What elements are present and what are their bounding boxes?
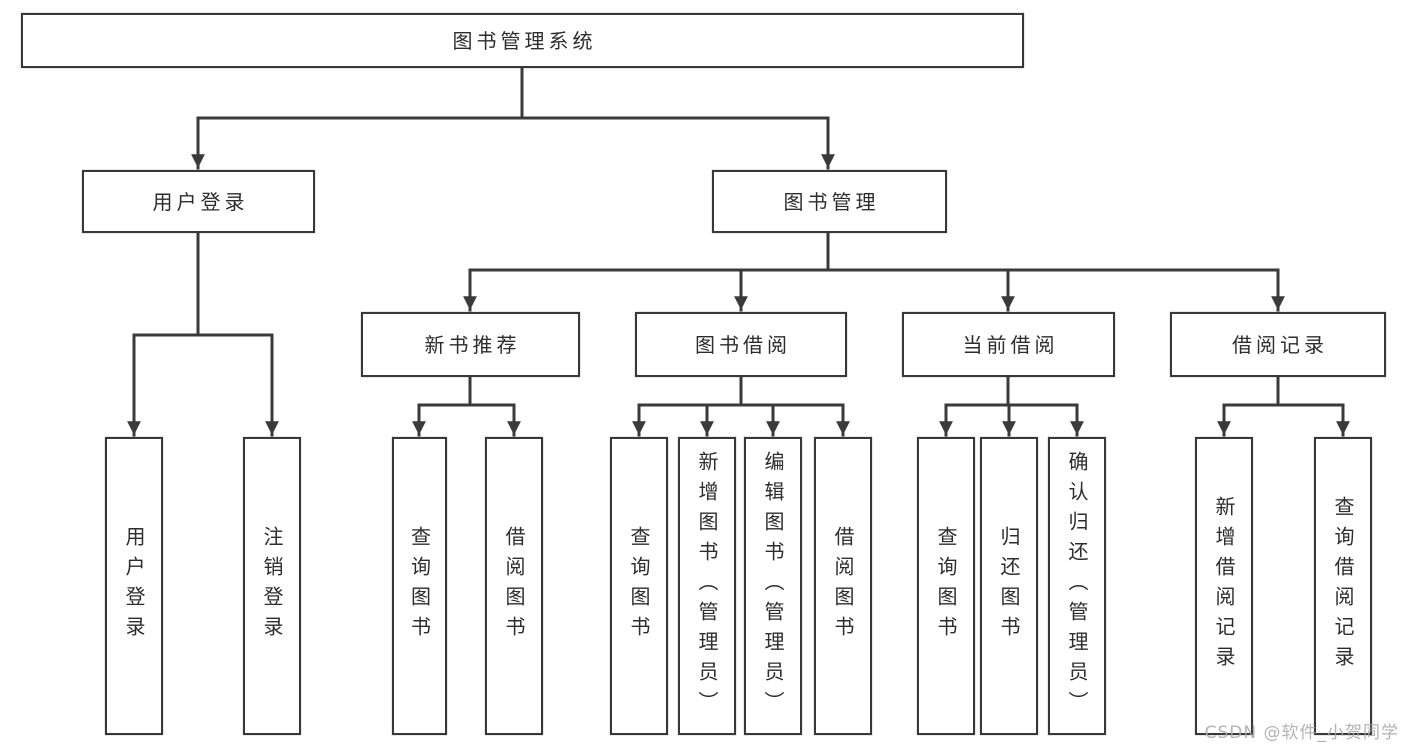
leaf-borrowing-borrow-books-label: 借阅图书 [831,526,855,646]
leaf-current-confirm-return-admin: 确认归还（管理员） [1048,437,1106,735]
node-new-book-recommend: 新书推荐 [361,312,580,377]
node-current-borrowing: 当前借阅 [902,312,1115,377]
leaf-logout-login: 注销登录 [243,437,301,735]
node-book-management-label: 图书管理 [783,189,880,214]
leaf-borrowing-edit-books-admin-label: 编辑图书（管理员） [761,451,785,721]
leaf-borrowing-add-books-admin-label: 新增图书（管理员） [695,451,719,721]
csdn-watermark: CSDN @软件_小贺同学 [1204,723,1399,743]
node-user-login: 用户登录 [82,170,315,233]
leaf-records-add-record-label: 新增借阅记录 [1212,496,1236,676]
leaf-recommend-query-books: 查询图书 [392,437,447,735]
leaf-current-return-books: 归还图书 [980,437,1038,735]
node-root-system: 图书管理系统 [21,13,1024,68]
node-book-borrowing-label: 图书借阅 [695,332,791,357]
leaf-borrowing-add-books-admin: 新增图书（管理员） [678,437,736,735]
node-root-label: 图书管理系统 [452,28,597,53]
leaf-borrowing-query-books: 查询图书 [610,437,668,735]
leaf-current-query-books-label: 查询图书 [934,526,958,646]
leaf-recommend-borrow-books: 借阅图书 [485,437,543,735]
node-new-book-recommend-label: 新书推荐 [424,332,521,357]
leaf-recommend-query-books-label: 查询图书 [407,526,432,646]
leaf-records-query-record: 查询借阅记录 [1314,437,1372,735]
leaf-records-query-record-label: 查询借阅记录 [1331,496,1355,676]
leaf-records-add-record: 新增借阅记录 [1195,437,1253,735]
leaf-borrowing-borrow-books: 借阅图书 [814,437,872,735]
leaf-recommend-borrow-books-label: 借阅图书 [502,526,526,646]
node-borrowing-records: 借阅记录 [1170,312,1386,377]
leaf-logout-login-label: 注销登录 [260,526,284,646]
node-book-borrowing: 图书借阅 [635,312,847,377]
leaf-current-confirm-return-admin-label: 确认归还（管理员） [1065,451,1089,721]
leaf-current-return-books-label: 归还图书 [997,526,1021,646]
leaf-user-login-label: 用户登录 [122,526,146,646]
node-book-management: 图书管理 [712,170,947,233]
leaf-current-query-books: 查询图书 [917,437,975,735]
node-borrowing-records-label: 借阅记录 [1232,332,1328,357]
leaf-borrowing-edit-books-admin: 编辑图书（管理员） [744,437,802,735]
node-user-login-label: 用户登录 [152,189,249,214]
leaf-borrowing-query-books-label: 查询图书 [627,526,651,646]
leaf-user-login: 用户登录 [105,437,163,735]
node-current-borrowing-label: 当前借阅 [962,332,1059,357]
